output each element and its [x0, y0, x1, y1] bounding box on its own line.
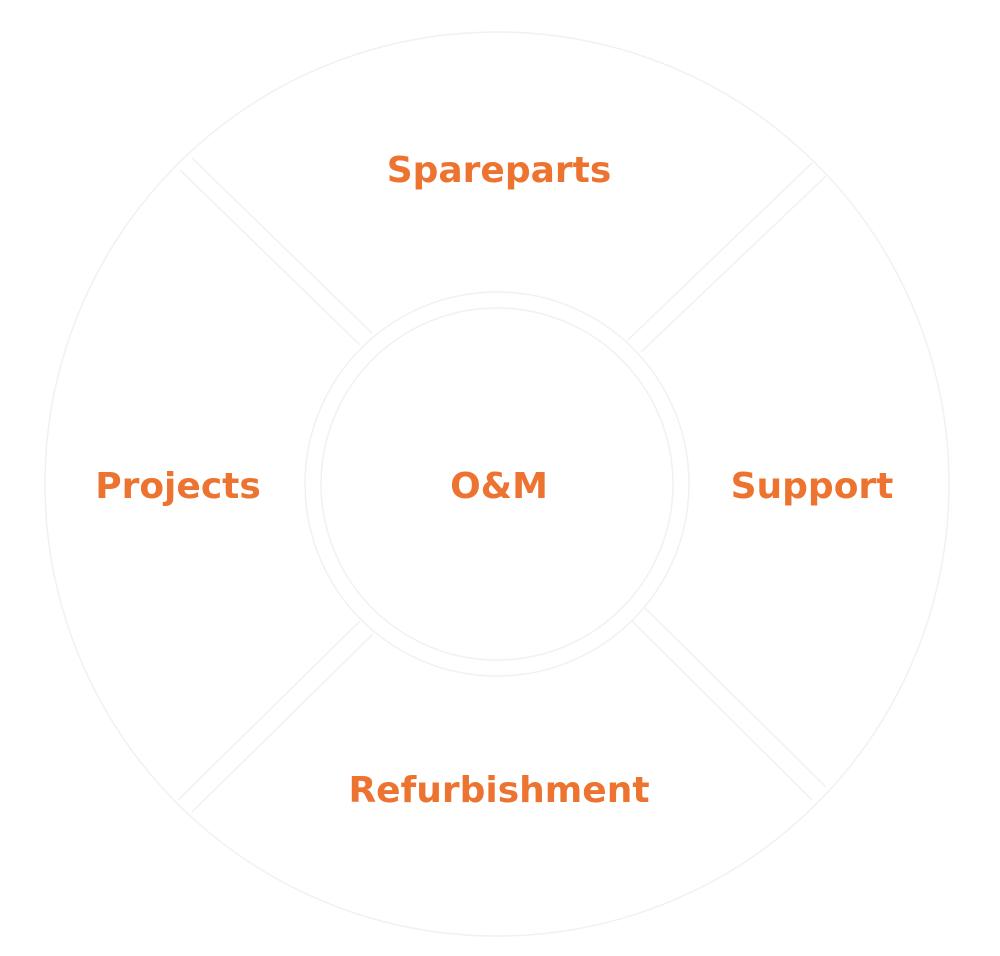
divider-top-left: [179, 169, 361, 346]
segment-label-left: Projects: [95, 466, 261, 507]
inner-ring: [320, 307, 674, 661]
divider-bottom-right: [631, 620, 813, 801]
divider-bottom-left-2: [191, 633, 374, 813]
inner-ring-outer: [304, 291, 690, 677]
center-label: O&M: [450, 466, 548, 507]
divider-top-right: [627, 162, 813, 341]
divider-bottom-left: [177, 620, 361, 801]
segment-dividers: [177, 157, 827, 813]
segment-label-right: Support: [731, 466, 894, 507]
divider-top-right-2: [640, 175, 827, 353]
divider-bottom-right-2: [644, 607, 827, 788]
segment-label-bottom: Refurbishment: [348, 770, 649, 811]
divider-top-left-2: [191, 157, 373, 334]
segment-label-top: Spareparts: [387, 150, 612, 191]
outer-ring: [44, 31, 950, 937]
